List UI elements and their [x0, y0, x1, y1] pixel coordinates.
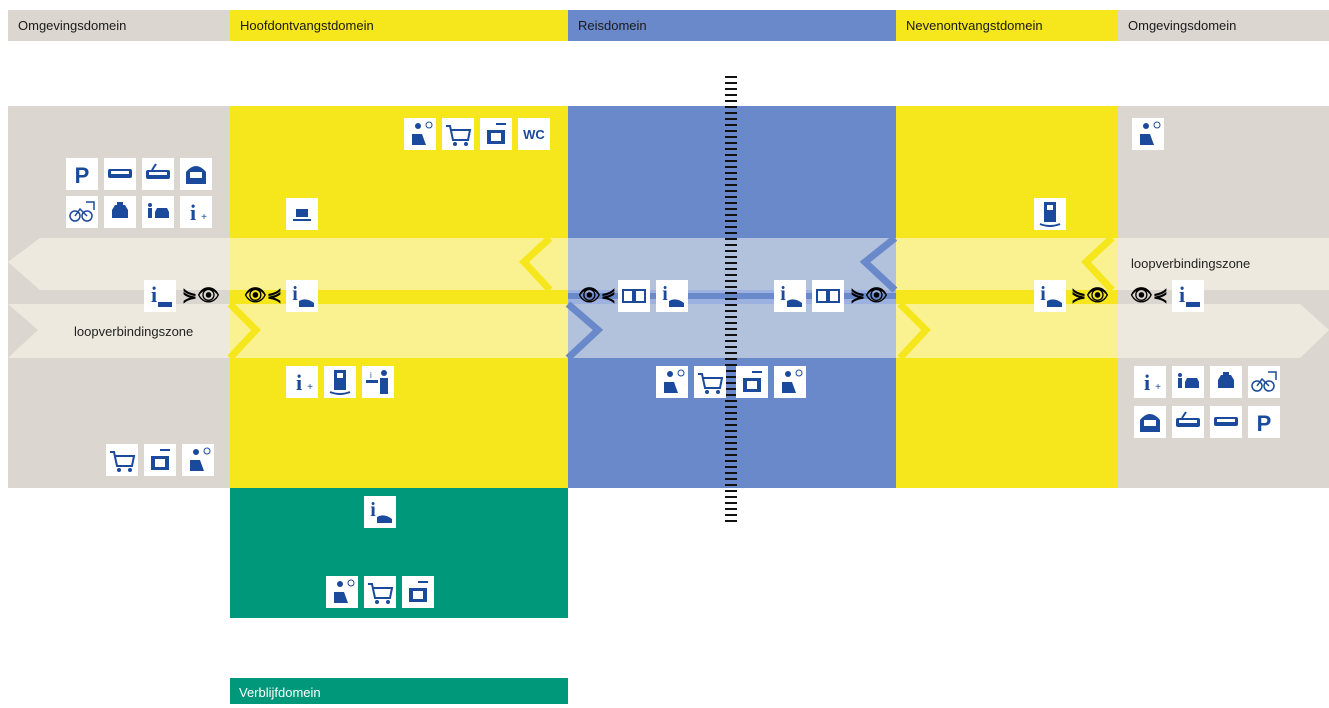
- bicycle-parking-icon: [66, 196, 98, 228]
- info-plus-icon: i+: [180, 196, 212, 228]
- header-label: Omgevingsdomein: [1128, 18, 1237, 33]
- luggage-locker-icon: [736, 366, 768, 398]
- walk-zone-label-left: loopverbindingszone: [74, 324, 194, 339]
- svg-text:i: i: [1144, 370, 1150, 395]
- eye-icon: 👁⋞: [244, 285, 282, 305]
- luggage-locker-icon: [402, 576, 434, 608]
- shopping-cart-icon: [106, 444, 138, 476]
- eye-icon: ⋟👁: [1071, 285, 1109, 305]
- waiting-area-icon: [656, 366, 688, 398]
- header-label: Reisdomein: [578, 18, 647, 33]
- header-label: Omgevingsdomein: [18, 18, 127, 33]
- stay-domain-block: [230, 488, 568, 618]
- ticket-machine-icon: [324, 366, 356, 398]
- ticket-validator-icon: [812, 280, 844, 312]
- bicycle-parking-icon: [1248, 366, 1280, 398]
- chevron-line: [897, 301, 931, 361]
- wc-icon: WC: [518, 118, 550, 150]
- ticket-machine-icon: [1034, 198, 1066, 230]
- svg-text:WC: WC: [523, 127, 545, 142]
- walk-lane-grey-left: [8, 238, 230, 358]
- stay-domain-label-bar: Verblijfdomein: [230, 678, 568, 704]
- parking-icon: P: [1248, 406, 1280, 438]
- info-train-icon: i: [286, 280, 318, 312]
- svg-text:P: P: [1257, 411, 1272, 436]
- stay-domain-label: Verblijfdomein: [239, 685, 321, 700]
- shopping-cart-icon: [694, 366, 726, 398]
- tram-icon: [1172, 406, 1204, 438]
- walk-lane-grey-right-lower: [1118, 304, 1329, 358]
- ticket-validator-icon: [618, 280, 650, 312]
- chevron-line: [1081, 235, 1115, 293]
- eye-icon: 👁⋞: [1130, 285, 1168, 305]
- walk-zone-label-right: loopverbindingszone: [1131, 256, 1251, 271]
- chevron-line: [519, 235, 553, 293]
- info-bus-icon: i: [144, 280, 176, 312]
- taxi-icon: [104, 196, 136, 228]
- parking-icon: P: [66, 158, 98, 190]
- coffee-icon: [286, 198, 318, 230]
- svg-text:P: P: [75, 163, 90, 188]
- luggage-locker-icon: [480, 118, 512, 150]
- waiting-area-icon: [182, 444, 214, 476]
- header-environment-right: Omgevingsdomein: [1118, 10, 1329, 41]
- svg-text:i: i: [1040, 283, 1046, 305]
- svg-text:i: i: [662, 283, 668, 305]
- luggage-locker-icon: [144, 444, 176, 476]
- header-label: Nevenontvangstdomein: [906, 18, 1043, 33]
- metro-icon: [180, 158, 212, 190]
- svg-text:i: i: [780, 283, 786, 305]
- svg-text:i: i: [370, 371, 372, 380]
- svg-text:i: i: [370, 499, 376, 521]
- header-travel: Reisdomein: [568, 10, 896, 41]
- svg-text:i: i: [1179, 282, 1185, 307]
- shopping-cart-icon: [364, 576, 396, 608]
- header-environment-left: Omgevingsdomein: [8, 10, 230, 41]
- metro-icon: [1134, 406, 1166, 438]
- waiting-area-icon: [404, 118, 436, 150]
- service-desk-icon: i: [362, 366, 394, 398]
- bus-icon: [1210, 406, 1242, 438]
- tram-icon: [142, 158, 174, 190]
- eye-icon: ⋟👁: [850, 285, 888, 305]
- kiss-and-ride-icon: [1172, 366, 1204, 398]
- access-barrier-line: [725, 76, 737, 522]
- eye-icon: ⋟👁: [182, 285, 220, 305]
- header-main-reception: Hoofdontvangstdomein: [230, 10, 568, 41]
- svg-text:i: i: [151, 282, 157, 307]
- info-train-icon: i: [364, 496, 396, 528]
- svg-text:+: +: [307, 382, 313, 393]
- chevron-line: [859, 235, 898, 293]
- taxi-icon: [1210, 366, 1242, 398]
- info-train-icon: i: [656, 280, 688, 312]
- header-side-reception: Nevenontvangstdomein: [896, 10, 1118, 41]
- waiting-area-icon: [1132, 118, 1164, 150]
- svg-text:i: i: [296, 370, 302, 395]
- bus-icon: [104, 158, 136, 190]
- header-label: Hoofdontvangstdomein: [240, 18, 374, 33]
- chevron-line: [565, 301, 604, 361]
- info-train-icon: i: [774, 280, 806, 312]
- eye-icon: 👁⋞: [578, 285, 616, 305]
- svg-text:+: +: [201, 212, 207, 223]
- waiting-area-icon: [326, 576, 358, 608]
- walk-lane-grey-right: [1118, 238, 1329, 290]
- waiting-area-icon: [774, 366, 806, 398]
- shopping-cart-icon: [442, 118, 474, 150]
- info-plus-icon: i+: [1134, 366, 1166, 398]
- svg-text:i: i: [190, 200, 196, 225]
- svg-text:i: i: [292, 283, 298, 305]
- info-train-icon: i: [1034, 280, 1066, 312]
- info-bus-icon: i: [1172, 280, 1204, 312]
- chevron-line: [227, 301, 261, 361]
- svg-text:+: +: [1155, 382, 1161, 393]
- info-plus-icon: i+: [286, 366, 318, 398]
- kiss-and-ride-icon: [142, 196, 174, 228]
